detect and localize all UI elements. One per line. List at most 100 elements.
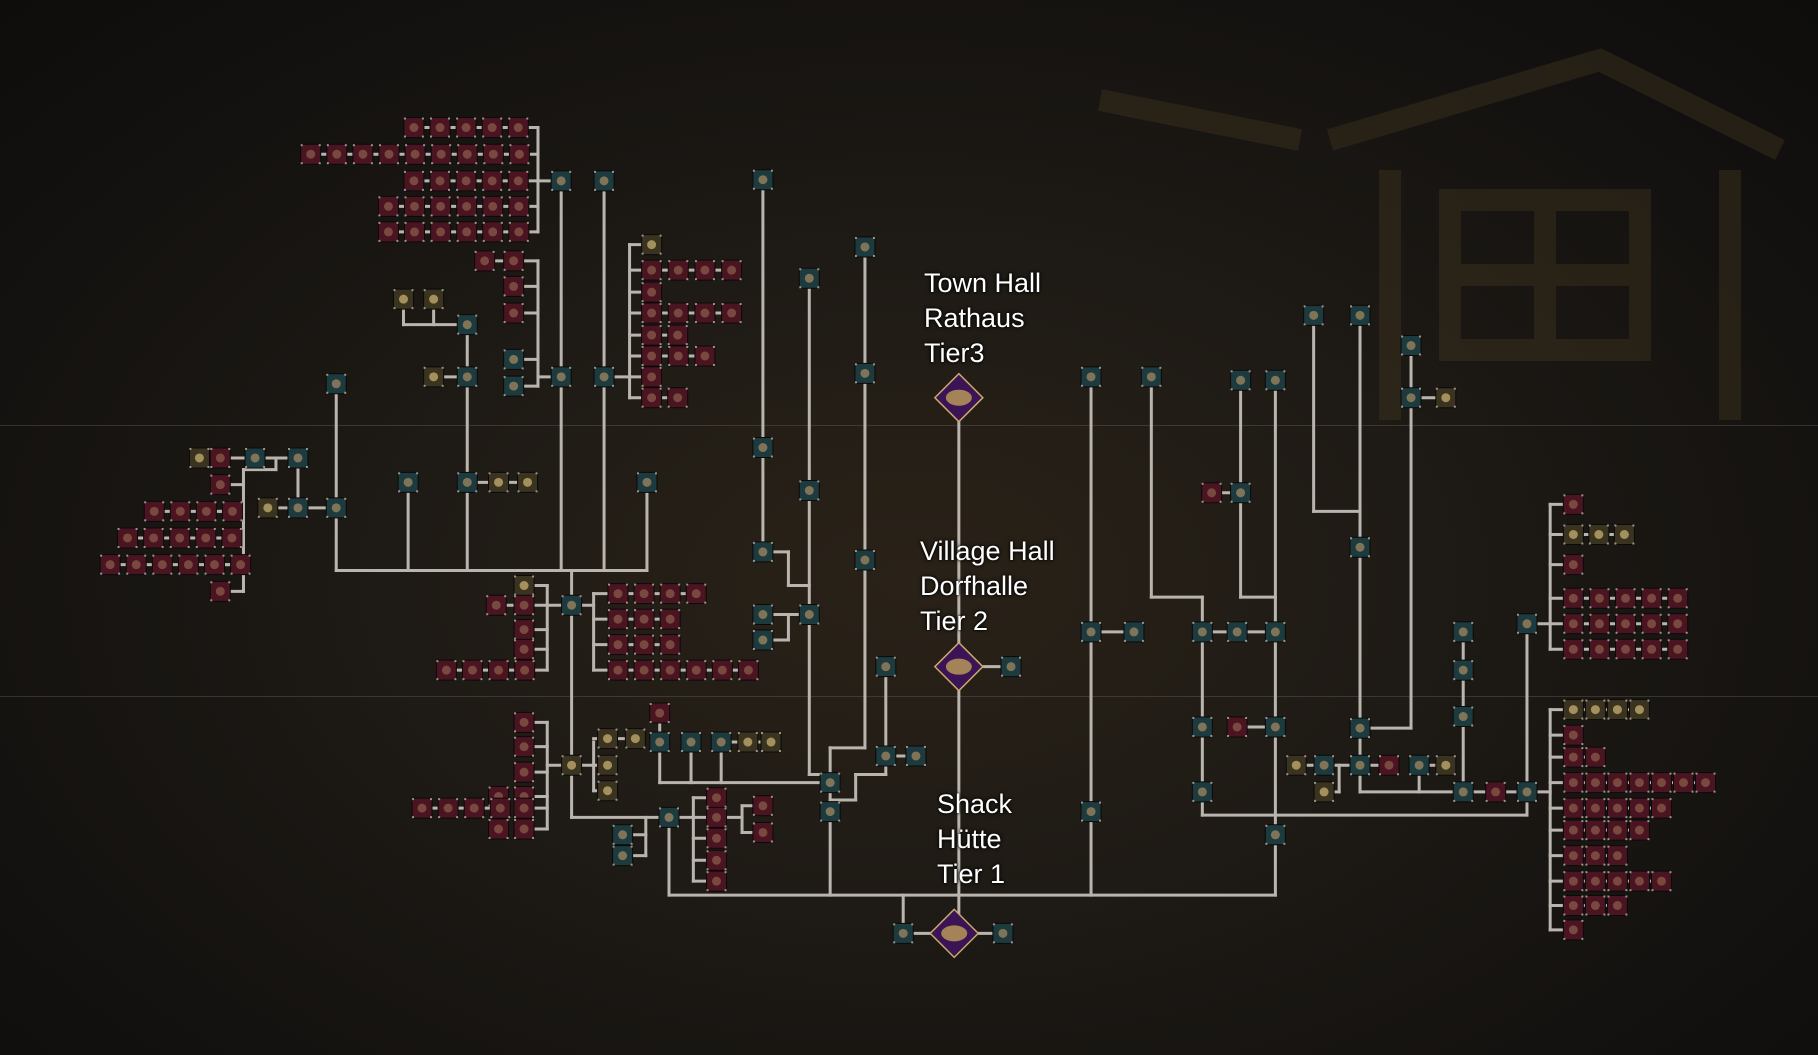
item-node[interactable]	[1606, 819, 1628, 841]
item-node[interactable]	[1615, 587, 1637, 609]
item-node[interactable]	[641, 345, 663, 367]
item-node[interactable]	[1650, 772, 1672, 794]
item-node[interactable]	[685, 659, 707, 681]
item-node[interactable]	[1628, 797, 1650, 819]
item-node[interactable]	[641, 366, 663, 388]
item-node[interactable]	[513, 761, 535, 783]
item-node[interactable]	[378, 143, 400, 165]
resource-node[interactable]	[597, 780, 619, 802]
item-node[interactable]	[99, 554, 121, 576]
building-node[interactable]	[287, 497, 309, 519]
building-node[interactable]	[1226, 621, 1248, 643]
resource-node[interactable]	[1628, 699, 1650, 721]
building-node[interactable]	[798, 479, 820, 501]
item-node[interactable]	[711, 659, 733, 681]
item-node[interactable]	[489, 797, 511, 819]
building-node[interactable]	[636, 471, 658, 493]
item-node[interactable]	[1606, 772, 1628, 794]
resource-node[interactable]	[1584, 699, 1606, 721]
building-node[interactable]	[1349, 536, 1371, 558]
building-node[interactable]	[1516, 781, 1538, 803]
item-node[interactable]	[607, 608, 629, 630]
item-node[interactable]	[1562, 554, 1584, 576]
item-node[interactable]	[482, 195, 504, 217]
item-node[interactable]	[667, 259, 689, 281]
item-node[interactable]	[455, 170, 477, 192]
item-node[interactable]	[488, 659, 510, 681]
building-node[interactable]	[397, 471, 419, 493]
item-node[interactable]	[1201, 482, 1223, 504]
building-node[interactable]	[612, 845, 634, 867]
item-node[interactable]	[209, 447, 231, 469]
building-node[interactable]	[593, 366, 615, 388]
building-node[interactable]	[1191, 781, 1213, 803]
item-node[interactable]	[633, 608, 655, 630]
building-node[interactable]	[649, 731, 671, 753]
item-node[interactable]	[513, 797, 535, 819]
item-node[interactable]	[706, 827, 728, 849]
item-node[interactable]	[508, 143, 530, 165]
building-node[interactable]	[854, 236, 876, 258]
item-node[interactable]	[1562, 845, 1584, 867]
item-node[interactable]	[430, 195, 452, 217]
building-node[interactable]	[550, 366, 572, 388]
item-node[interactable]	[1562, 724, 1584, 746]
item-node[interactable]	[221, 500, 243, 522]
building-node[interactable]	[1140, 366, 1162, 388]
building-node[interactable]	[287, 447, 309, 469]
building-node[interactable]	[1264, 369, 1286, 391]
item-node[interactable]	[1584, 819, 1606, 841]
resource-node[interactable]	[561, 754, 583, 776]
building-node[interactable]	[854, 549, 876, 571]
building-node[interactable]	[1303, 304, 1325, 326]
building-node[interactable]	[752, 169, 774, 191]
building-node[interactable]	[875, 656, 897, 678]
building-node[interactable]	[875, 745, 897, 767]
item-node[interactable]	[455, 117, 477, 139]
item-node[interactable]	[481, 170, 503, 192]
item-node[interactable]	[411, 797, 433, 819]
item-node[interactable]	[1562, 772, 1584, 794]
item-node[interactable]	[503, 302, 525, 324]
item-node[interactable]	[667, 387, 689, 409]
item-node[interactable]	[633, 634, 655, 656]
item-node[interactable]	[507, 170, 529, 192]
hall-node-tier2[interactable]	[933, 641, 984, 692]
item-node[interactable]	[706, 870, 728, 892]
item-node[interactable]	[607, 583, 629, 605]
item-node[interactable]	[508, 221, 530, 243]
item-node[interactable]	[694, 259, 716, 281]
item-node[interactable]	[508, 195, 530, 217]
item-node[interactable]	[641, 387, 663, 409]
item-node[interactable]	[694, 302, 716, 324]
item-node[interactable]	[1584, 746, 1606, 768]
item-node[interactable]	[1588, 613, 1610, 635]
item-node[interactable]	[1562, 919, 1584, 941]
resource-node[interactable]	[1435, 387, 1457, 409]
building-node[interactable]	[1264, 824, 1286, 846]
item-node[interactable]	[752, 821, 774, 843]
item-node[interactable]	[151, 554, 173, 576]
item-node[interactable]	[177, 554, 199, 576]
item-node[interactable]	[403, 221, 425, 243]
item-node[interactable]	[1562, 493, 1584, 515]
item-node[interactable]	[659, 583, 681, 605]
resource-node[interactable]	[1562, 699, 1584, 721]
item-node[interactable]	[403, 170, 425, 192]
resource-node[interactable]	[1606, 699, 1628, 721]
resource-node[interactable]	[1588, 524, 1610, 546]
item-node[interactable]	[1562, 819, 1584, 841]
building-node[interactable]	[1230, 482, 1252, 504]
item-node[interactable]	[1562, 587, 1584, 609]
item-node[interactable]	[721, 259, 743, 281]
building-node[interactable]	[1230, 369, 1252, 391]
item-node[interactable]	[1562, 746, 1584, 768]
item-node[interactable]	[513, 711, 535, 733]
building-node[interactable]	[892, 922, 914, 944]
item-node[interactable]	[1584, 895, 1606, 917]
resource-node[interactable]	[392, 288, 414, 310]
item-node[interactable]	[482, 221, 504, 243]
building-node[interactable]	[819, 801, 841, 823]
building-node[interactable]	[1408, 754, 1430, 776]
item-node[interactable]	[667, 345, 689, 367]
